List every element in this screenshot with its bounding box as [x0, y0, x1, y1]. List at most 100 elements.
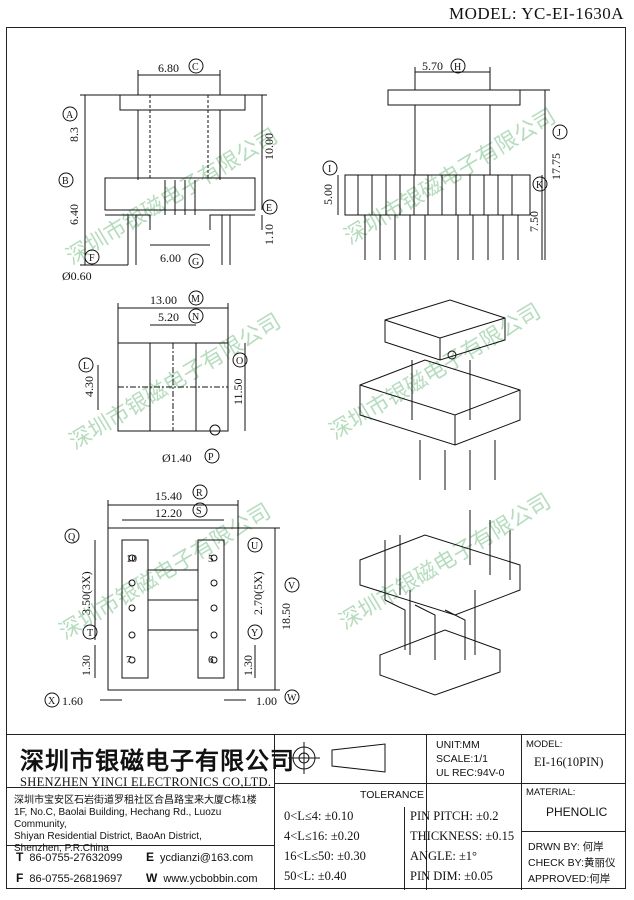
svg-text:R: R — [196, 488, 203, 499]
drawing-sheet-border — [6, 27, 626, 889]
marker-p: P — [204, 448, 220, 464]
dim-18-50: 18.50 — [279, 603, 293, 630]
checked-by: CHECK BY:黄丽仪 — [528, 857, 616, 869]
marker-e: E — [262, 199, 278, 215]
dim-4-30: 4.30 — [82, 376, 96, 397]
svg-text:W: W — [287, 693, 297, 704]
title-block: 深圳市银磁电子有限公司 SHENZHEN YINCI ELECTRONICS C… — [6, 734, 626, 890]
material-value: PHENOLIC — [546, 805, 608, 819]
marker-l: L — [78, 357, 94, 373]
watermark-cn-6: 深圳市银磁电子有限公司 — [335, 489, 555, 635]
dim-7-50: 7.50 — [527, 211, 541, 232]
dim-2-70-5x: 2.70(5X) — [251, 571, 265, 615]
marker-h: H — [450, 58, 466, 74]
marker-f: F — [84, 249, 100, 265]
dim-3-50-3x: 3.50(3X) — [79, 571, 93, 615]
dim-5-20: 5.20 — [158, 310, 179, 324]
drawn-by: DRWN BY: 何岸 — [528, 841, 604, 853]
dim-6-00: 6.00 — [160, 251, 181, 265]
dim-17-75: 17.75 — [549, 153, 563, 180]
address-en-1: 1F, No.C, Baolai Building, Hechang Rd., … — [14, 807, 222, 830]
dim-11-50: 11.50 — [231, 378, 245, 405]
svg-text:N: N — [192, 312, 199, 323]
projection-symbol — [288, 742, 386, 774]
svg-text:C: C — [192, 62, 199, 73]
svg-text:K: K — [536, 180, 544, 191]
svg-text:Y: Y — [251, 628, 258, 639]
reference-markers: C A B E F G H J I K M N L O P R S Q U V … — [44, 58, 568, 708]
dim-5-70: 5.70 — [422, 59, 443, 73]
svg-text:H: H — [454, 62, 461, 73]
address-cn: 深圳市宝安区石岩街道罗租社区合昌路宝来大厦C栋1楼 — [14, 795, 257, 806]
marker-s: S — [192, 502, 208, 518]
marker-j: J — [552, 124, 568, 140]
svg-text:S: S — [196, 506, 202, 517]
dim-1-10: 1.10 — [262, 224, 276, 245]
svg-text:E: E — [266, 203, 272, 214]
svg-text:J: J — [557, 128, 561, 139]
pin-number-5: 5 — [208, 553, 214, 565]
address-en-3: Shenzhen, P.R.China — [14, 843, 109, 854]
isometric-bottom — [359, 510, 521, 696]
marker-w: W — [284, 689, 300, 705]
svg-text:P: P — [208, 452, 214, 463]
marker-q: Q — [64, 528, 80, 544]
pin-spec-2: THICKNESS: ±0.15 — [410, 829, 515, 843]
tolerance-1: 0<L≤4: ±0.10 — [284, 809, 354, 823]
marker-t: T — [82, 624, 98, 640]
svg-text:L: L — [83, 361, 89, 372]
dim-5-00: 5.00 — [321, 184, 335, 205]
marker-a: A — [62, 106, 78, 122]
marker-n: N — [188, 308, 204, 324]
company-name-cn: 深圳市银磁电子有限公司 — [20, 747, 295, 775]
pin-number-7: 7 — [126, 654, 132, 666]
dim-1-30-right: 1.30 — [241, 655, 255, 676]
dimension-labels: 6.80 8.3 10.00 6.40 1.10 6.00 Ø0.60 5.70… — [62, 59, 563, 708]
svg-text:V: V — [288, 581, 296, 592]
dim-1-30-left: 1.30 — [79, 655, 93, 676]
marker-y: Y — [247, 624, 263, 640]
pin-number-10: 10 — [126, 553, 138, 565]
marker-x: X — [44, 692, 60, 708]
dim-15-40: 15.40 — [155, 489, 182, 503]
dim-hole-dia: Ø1.40 — [162, 451, 192, 465]
side-view — [337, 67, 550, 260]
svg-text:F: F — [89, 253, 95, 264]
pin-number-6: 6 — [208, 654, 214, 666]
svg-text:I: I — [328, 164, 331, 175]
svg-text:B: B — [62, 176, 69, 187]
svg-text:Q: Q — [68, 532, 76, 543]
svg-text:X: X — [48, 696, 56, 707]
marker-v: V — [284, 577, 300, 593]
marker-c: C — [188, 58, 204, 74]
model-label: MODEL: — [526, 739, 563, 750]
tolerance-title: TOLERANCE — [360, 789, 424, 801]
approved-by: APPROVED:何岸 — [528, 873, 611, 885]
svg-text:T: T — [87, 628, 93, 639]
isometric-top — [359, 299, 521, 490]
svg-text:G: G — [192, 257, 199, 268]
marker-m: M — [188, 290, 204, 306]
tolerance-2: 4<L≤16: ±0.20 — [284, 829, 360, 843]
model-header: MODEL: YC-EI-1630A — [448, 4, 624, 23]
pin-spec-3: ANGLE: ±1° — [410, 849, 478, 863]
ul-rating: UL REC:94V-0 — [436, 767, 505, 779]
dim-13-00: 13.00 — [150, 293, 177, 307]
address-en-2: Shiyan Residential District, BaoAn Distr… — [14, 831, 202, 842]
scale: SCALE:1/1 — [436, 753, 488, 765]
svg-text:O: O — [236, 356, 243, 367]
tolerance-4: 50<L: ±0.40 — [284, 869, 347, 883]
dim-12-20: 12.20 — [155, 506, 182, 520]
pin-spec-4: PIN DIM: ±0.05 — [410, 869, 493, 883]
company-name-en: SHENZHEN YINCI ELECTRONICS CO,LTD. — [20, 775, 272, 789]
dim-1-60: 1.60 — [62, 694, 83, 708]
material-label: MATERIAL: — [526, 787, 576, 798]
marker-r: R — [192, 484, 208, 500]
watermark-cn-1: 深圳市银磁电子有限公司 — [62, 124, 282, 270]
dim-10-00: 10.00 — [262, 133, 276, 160]
model-value: EI-16(10PIN) — [534, 755, 604, 769]
company-address: 深圳市宝安区石岩街道罗租社区合昌路宝来大厦C栋1楼 1F, No.C, Baol… — [14, 795, 268, 855]
